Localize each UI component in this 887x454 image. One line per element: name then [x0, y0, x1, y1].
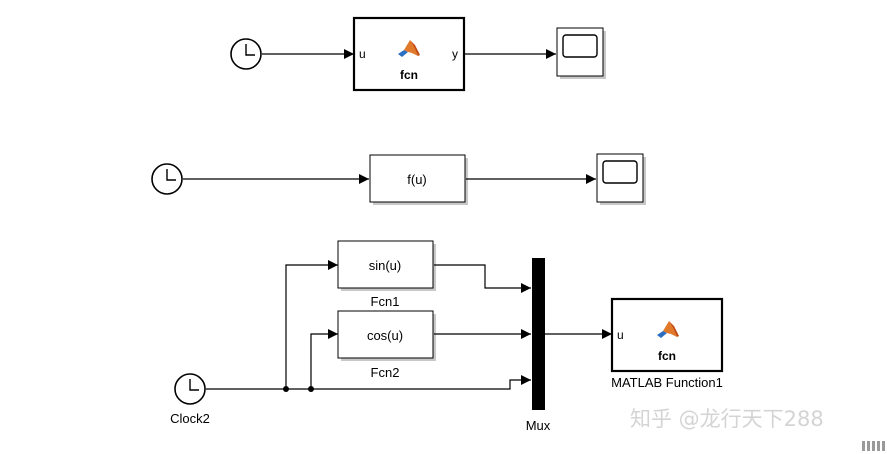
watermark-text: 知乎 @龙行天下288 — [630, 407, 824, 431]
branch-point — [308, 386, 314, 392]
clock-block-1[interactable] — [230, 38, 262, 70]
mux-block[interactable] — [532, 258, 545, 410]
fcn2-block[interactable]: cos(u) — [337, 310, 436, 361]
scope-icon — [602, 160, 638, 184]
fcn-expression: sin(u) — [369, 258, 402, 273]
clock-name-label: Clock2 — [170, 411, 210, 426]
corner-mark-icon — [862, 441, 885, 451]
matlab-function-name-label: MATLAB Function1 — [611, 375, 723, 390]
output-port-label: y — [452, 47, 458, 61]
fcn-block-fu[interactable]: f(u) — [369, 154, 468, 205]
fcn1-block[interactable]: sin(u) — [337, 240, 436, 291]
branch-line[interactable] — [310, 329, 338, 389]
block-label: fcn — [400, 68, 418, 82]
scope-icon — [562, 34, 598, 58]
block-label: fcn — [658, 349, 676, 363]
fcn1-name-label: Fcn1 — [371, 294, 400, 309]
matlab-function-block-1[interactable]: u y fcn — [352, 16, 466, 92]
signal-line[interactable] — [206, 375, 531, 390]
input-port-label: u — [359, 47, 366, 61]
mux-name-label: Mux — [526, 418, 551, 433]
scope-block-2[interactable] — [596, 153, 646, 205]
scope-block-1[interactable] — [556, 27, 606, 79]
signal-line[interactable] — [434, 264, 531, 293]
matlab-function-block-2[interactable]: u fcn — [610, 297, 724, 373]
fcn-expression: f(u) — [407, 172, 427, 187]
input-port-label: u — [617, 328, 624, 342]
clock-block-2[interactable] — [151, 163, 183, 195]
fcn-expression: cos(u) — [367, 328, 403, 343]
fcn2-name-label: Fcn2 — [371, 365, 400, 380]
clock-block-3[interactable] — [174, 373, 206, 405]
branch-point — [283, 386, 289, 392]
branch-line[interactable] — [285, 260, 338, 389]
